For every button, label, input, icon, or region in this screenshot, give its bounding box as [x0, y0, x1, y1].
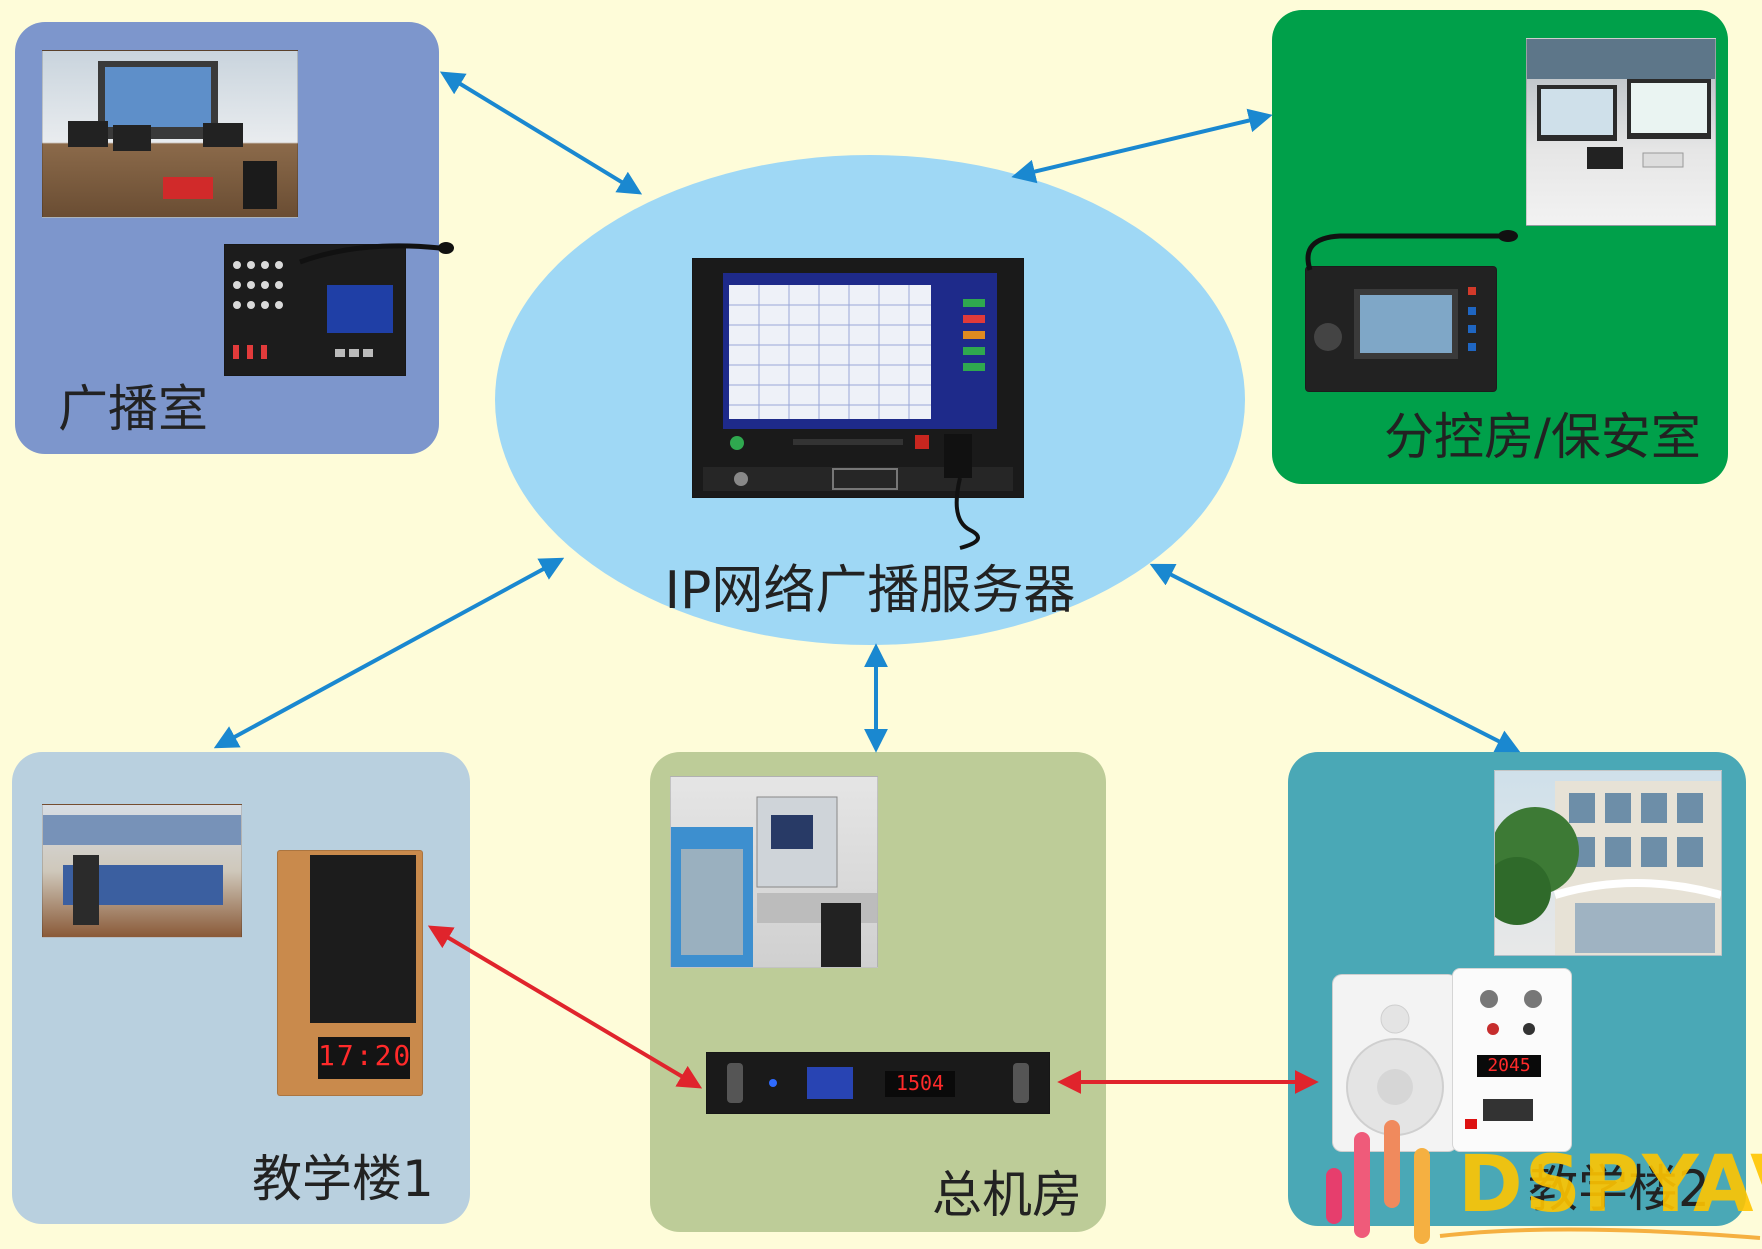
- arrow-speaker-amplifier: [427, 925, 703, 1089]
- watermark-text: DSPYAV: [1458, 1140, 1762, 1230]
- main-room-label: 总机房: [932, 1166, 1082, 1224]
- building2-label: 教学楼2: [1528, 1160, 1710, 1218]
- speaker-display: 2045: [1487, 1055, 1531, 1076]
- paging-console: [1305, 266, 1497, 392]
- wall-speaker-clock: 17:20: [277, 850, 423, 1096]
- server-label: IP网络广播服务器: [664, 561, 1076, 621]
- arrow-server-subcontrol: [1011, 108, 1273, 184]
- amplifier-display: 1504: [895, 1071, 945, 1095]
- clock-display: 17:20: [318, 1039, 413, 1072]
- broadcast-room-label: 广播室: [58, 380, 208, 438]
- monitoring-room-photo: [1526, 38, 1716, 226]
- arrow-broadcast-server: [439, 71, 643, 195]
- arrow-server-building2: [1149, 563, 1521, 753]
- broadcast-server-device: [692, 258, 1024, 498]
- teaching-building-photo: [1494, 770, 1722, 956]
- classroom-photo: [42, 804, 242, 938]
- building1-label: 教学楼1: [252, 1150, 434, 1208]
- sub-control-label: 分控房/保安室: [1384, 408, 1701, 466]
- arrow-building1-server: [213, 557, 565, 749]
- broadcast-desk-photo: [42, 50, 298, 218]
- wall-speaker-back: 2045: [1452, 968, 1572, 1152]
- network-amplifier: 1504: [706, 1052, 1050, 1114]
- mixer-console: [224, 244, 406, 376]
